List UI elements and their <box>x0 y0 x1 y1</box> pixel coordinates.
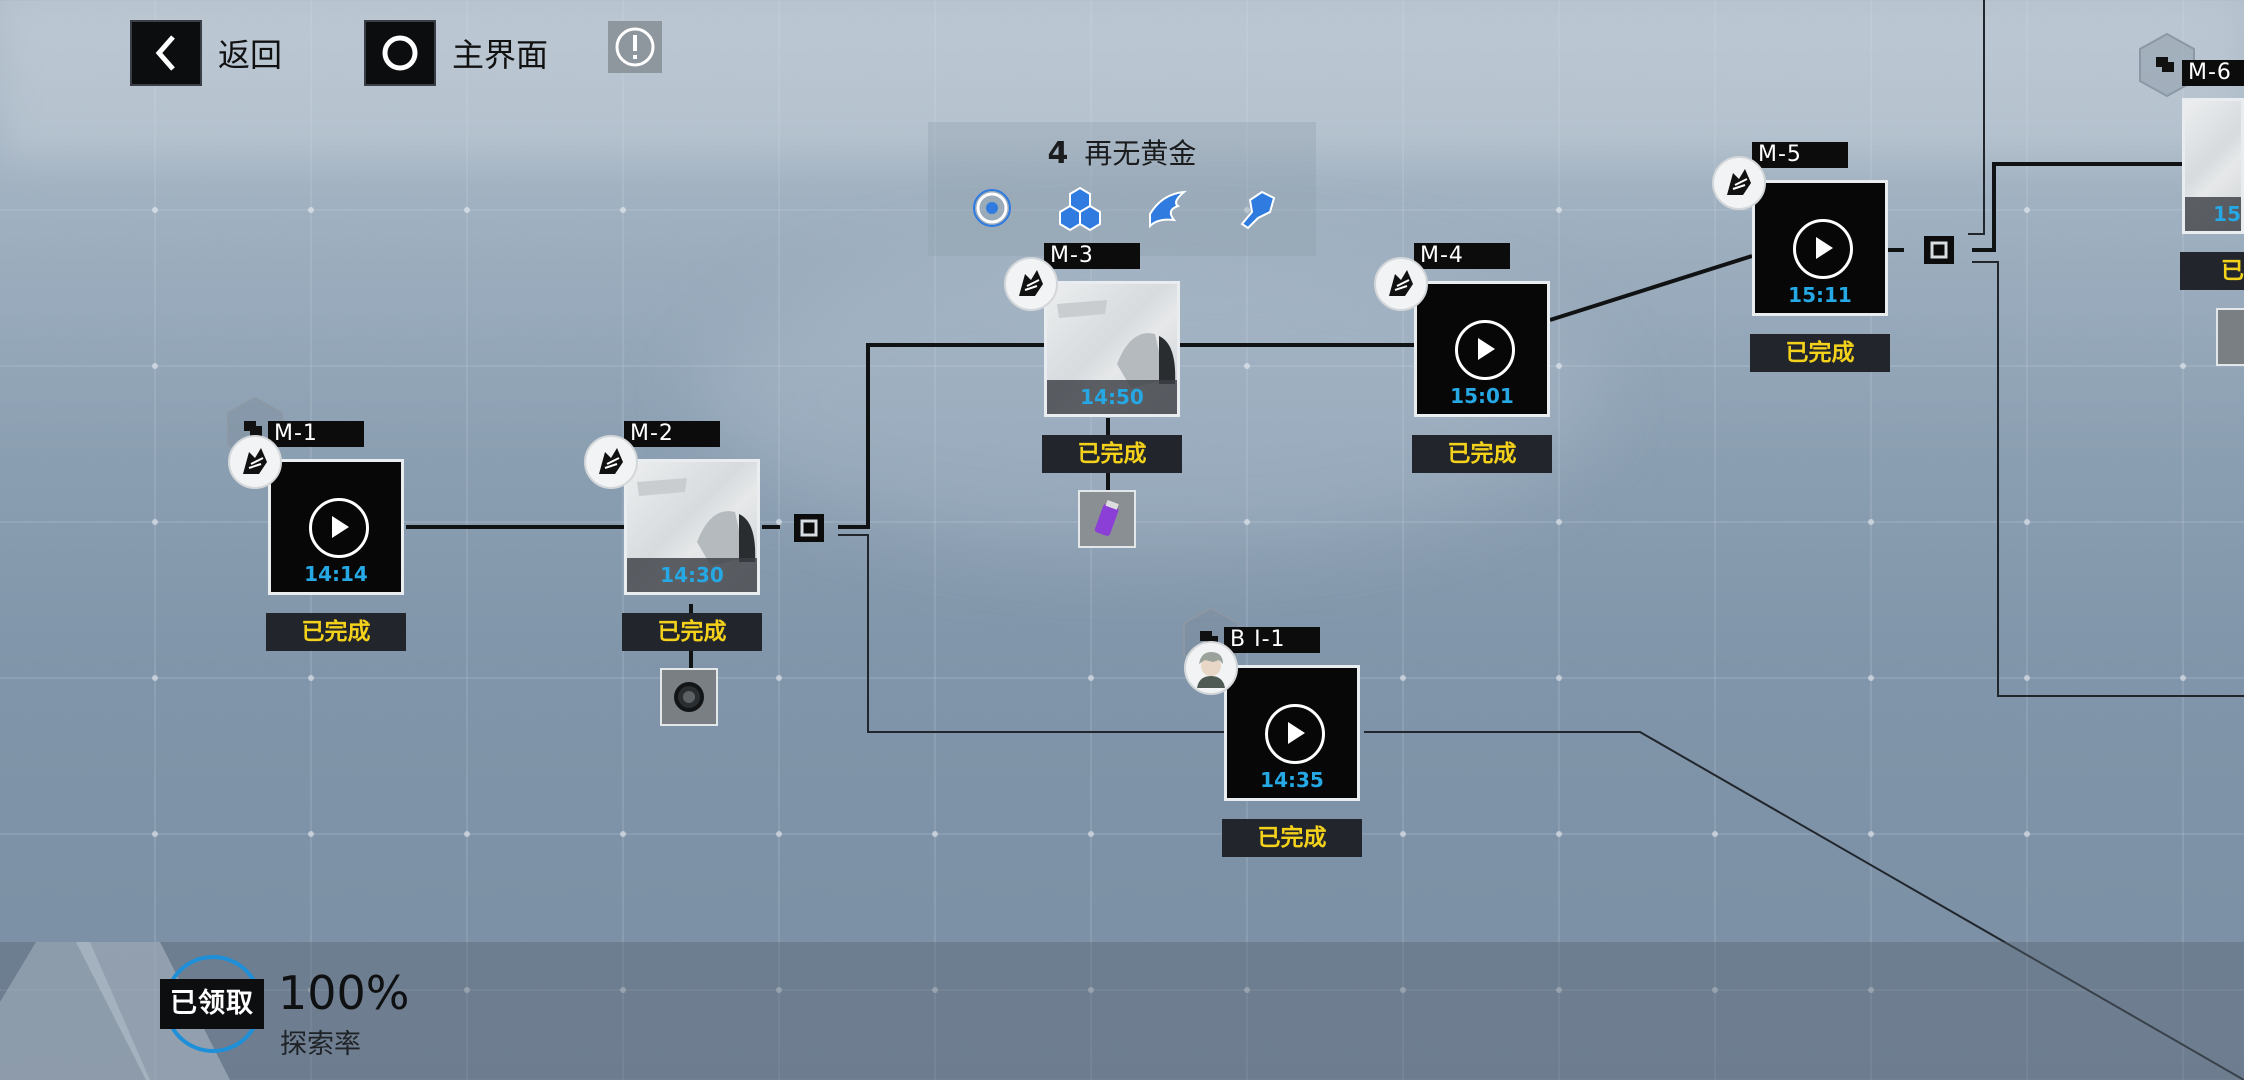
stage-panel[interactable]: 14:35 <box>1224 665 1360 801</box>
reward-item-m3[interactable] <box>1078 490 1136 548</box>
fist-icon <box>1232 184 1280 232</box>
time-bar: 15 <box>2185 197 2241 231</box>
play-icon <box>1265 704 1325 764</box>
circle-home-icon <box>364 20 436 86</box>
zebra-emblem-icon <box>584 435 638 489</box>
stage-panel[interactable]: 15:01 <box>1414 281 1550 417</box>
stage-status: 已 <box>2180 252 2244 290</box>
cubes-icon <box>1056 184 1104 232</box>
stage-time: 14:35 <box>1260 768 1324 792</box>
target-icon <box>968 184 1016 232</box>
character-portrait-icon <box>1184 641 1238 695</box>
chevron-left-icon <box>130 20 202 86</box>
zebra-emblem-icon <box>1712 156 1766 210</box>
time-bar: 14:30 <box>627 558 757 592</box>
stage-code: B I-1 <box>1224 627 1320 653</box>
cleared-scene-image <box>1057 300 1176 388</box>
reward-item-m2[interactable] <box>660 668 718 726</box>
stage-time: 14:14 <box>304 562 368 586</box>
chapter-backdrop <box>928 122 1316 256</box>
exploration-percent: 100% <box>278 966 410 1020</box>
stage-time: 14:30 <box>660 563 724 587</box>
play-icon <box>1455 320 1515 380</box>
stage-status: 已完成 <box>1750 334 1890 372</box>
back-label: 返回 <box>218 36 283 74</box>
chapter-number: 4 <box>1047 136 1069 171</box>
stage-code: M-4 <box>1414 243 1510 269</box>
stage-time: 15 <box>2213 202 2241 226</box>
purple-canister-icon <box>1094 500 1119 536</box>
stage-code: M-5 <box>1752 142 1848 168</box>
exploration-bar <box>0 942 2244 1080</box>
gear-ring-icon <box>674 682 704 712</box>
stage-panel[interactable]: 15:11 <box>1752 180 1888 316</box>
lightning-icon <box>1144 184 1192 232</box>
stage-code: M-2 <box>624 421 720 447</box>
stage-panel[interactable]: 14:14 <box>268 459 404 595</box>
info-button[interactable] <box>608 21 662 73</box>
stage-panel[interactable]: 14:30 <box>624 459 760 595</box>
exploration-label: 探索率 <box>280 1029 361 1060</box>
zebra-emblem-icon <box>228 435 282 489</box>
stage-status: 已完成 <box>266 613 406 651</box>
zebra-emblem-icon <box>1004 257 1058 311</box>
stage-code: M-6 <box>2182 60 2244 86</box>
stage-time: 15:01 <box>1450 384 1514 408</box>
play-icon <box>1793 219 1853 279</box>
time-bar: 14:50 <box>1047 380 1177 414</box>
stage-code: M-3 <box>1044 243 1140 269</box>
stage-status: 已完成 <box>1042 435 1182 473</box>
zebra-emblem-icon <box>1374 257 1428 311</box>
stage-status: 已完成 <box>622 613 762 651</box>
stage-status: 已完成 <box>1222 819 1362 857</box>
chapter-icon-row <box>968 184 1280 232</box>
stage-panel[interactable]: 15 <box>2182 98 2244 234</box>
claim-reward-button[interactable]: 已领取 <box>160 979 264 1029</box>
play-icon <box>309 498 369 558</box>
stage-code: M-1 <box>268 421 364 447</box>
home-label: 主界面 <box>452 36 549 74</box>
chapter-name: 再无黄金 <box>1084 137 1197 170</box>
cleared-scene-image <box>637 478 756 566</box>
reward-item-m6[interactable] <box>2216 308 2244 366</box>
chapter-title: 4 再无黄金 <box>928 132 1316 172</box>
exclamation-icon <box>615 27 655 67</box>
stage-status: 已完成 <box>1412 435 1552 473</box>
chapter-header: 4 再无黄金 <box>928 122 1316 256</box>
stage-panel[interactable]: 14:50 <box>1044 281 1180 417</box>
home-button[interactable]: 主界面 <box>364 20 548 86</box>
back-button[interactable]: 返回 <box>130 20 282 86</box>
story-marker-hex <box>2139 32 2195 98</box>
stage-time: 15:11 <box>1788 283 1852 307</box>
stage-time: 14:50 <box>1080 385 1144 409</box>
